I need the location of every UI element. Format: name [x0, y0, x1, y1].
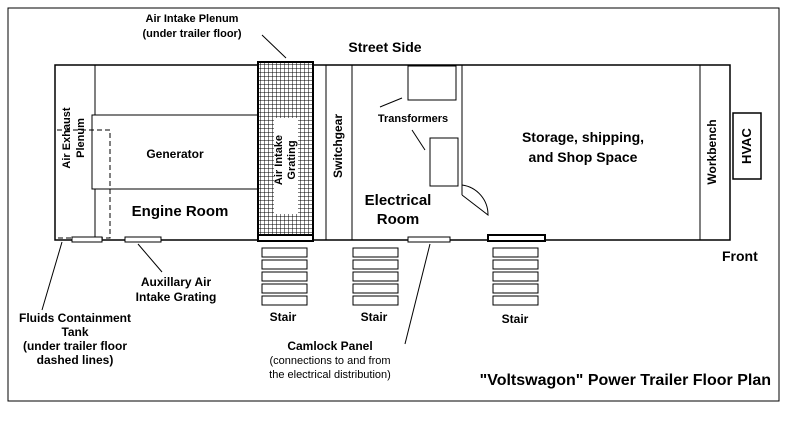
stair-2-label: Stair — [361, 310, 388, 324]
door-swing — [461, 184, 489, 217]
hvac-unit — [732, 112, 762, 180]
storage-sublabel: and Shop Space — [529, 149, 638, 165]
hvac-label: HVAC — [739, 127, 754, 163]
air-exhaust-sublabel: Plenum — [75, 118, 87, 158]
trailer-outline — [54, 64, 731, 241]
plenum-door — [257, 234, 314, 242]
grating-label-bg — [274, 118, 298, 214]
air-intake-plenum-label: Air Intake Plenum — [146, 13, 239, 25]
auxiliary-air-sublabel: Intake Grating — [136, 290, 217, 304]
stair-3-label: Stair — [502, 312, 529, 326]
leader-transformer-2 — [411, 129, 426, 151]
electrical-room-sublabel: Room — [377, 211, 420, 228]
fluids-tank-line4: dashed lines) — [37, 353, 114, 367]
camlock-label: Camlock Panel — [287, 339, 372, 353]
camlock-line2: (connections to and from — [269, 355, 390, 367]
leader-fluids-tank — [41, 241, 63, 311]
air-intake-grating-sublabel: Grating — [286, 140, 298, 179]
transformers-label: Transformers — [378, 113, 448, 125]
air-intake-plenum-sublabel: (under trailer floor) — [142, 28, 241, 40]
leader-auxiliary-air — [137, 243, 163, 273]
auxiliary-air-label: Auxillary Air — [141, 275, 212, 289]
transformer-1 — [407, 65, 457, 101]
camlock-panel — [407, 236, 451, 243]
stair-1 — [261, 247, 308, 306]
fluids-tank-line2: Tank — [61, 325, 88, 339]
stair-3 — [492, 247, 539, 306]
air-exhaust-label: Air Exhaust — [61, 107, 73, 168]
outer-frame — [7, 7, 780, 402]
leader-transformer-1 — [379, 97, 403, 108]
fluids-tank-port — [71, 236, 103, 243]
switchgear-label: Switchgear — [331, 114, 345, 178]
stair-1-label: Stair — [270, 310, 297, 324]
storage-door — [487, 234, 546, 242]
camlock-line3: the electrical distribution) — [269, 369, 391, 381]
electrical-room-label: Electrical — [365, 192, 432, 209]
auxiliary-air-grating — [124, 236, 162, 243]
stair-2 — [352, 247, 399, 306]
front-label: Front — [722, 248, 758, 264]
street-side-label: Street Side — [348, 39, 421, 55]
workbench-label: Workbench — [705, 119, 719, 184]
diagram-title: "Voltswagon" Power Trailer Floor Plan — [480, 372, 771, 389]
engine-room-label: Engine Room — [132, 203, 229, 220]
air-intake-grating-label: Air Intake — [273, 135, 285, 185]
leader-air-intake-plenum — [261, 34, 287, 59]
fluids-tank-label: Fluids Containment — [19, 311, 131, 325]
transformer-2 — [429, 137, 459, 187]
storage-label: Storage, shipping, — [522, 129, 644, 145]
generator-label: Generator — [146, 147, 204, 161]
fluids-tank-line3: (under trailer floor — [23, 339, 127, 353]
leader-camlock — [404, 243, 431, 345]
